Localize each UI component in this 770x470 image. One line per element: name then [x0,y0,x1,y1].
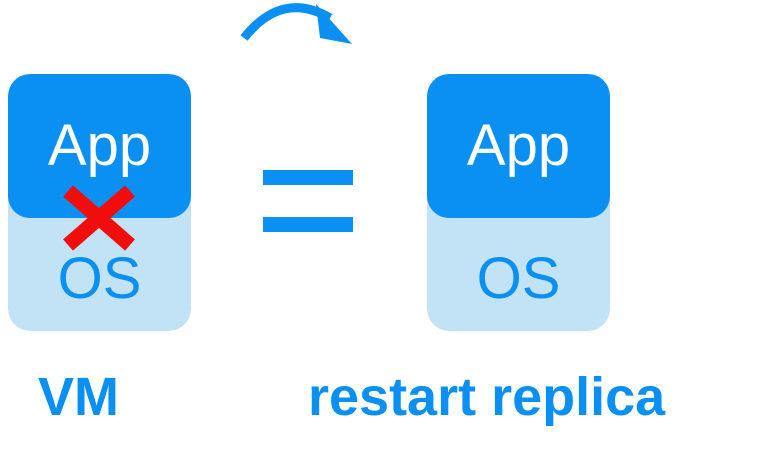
vm-app-label: App [47,113,152,178]
vm-stack: App OS [8,74,191,331]
replica-stack: App OS [427,74,610,331]
equals-bar-bottom [263,217,353,232]
equals-bar-top [263,170,353,185]
vm-app-layer [8,74,191,218]
vm-os-label: OS [57,246,142,311]
red-x-icon [63,185,135,251]
equals-icon [263,170,353,232]
restart-replica-caption: restart replica [308,367,666,427]
curved-arrow-right-icon [240,3,352,44]
replica-app-label: App [466,113,571,178]
replica-app-layer [427,74,610,218]
vm-caption: VM [38,367,119,427]
replica-os-label: OS [476,246,561,311]
